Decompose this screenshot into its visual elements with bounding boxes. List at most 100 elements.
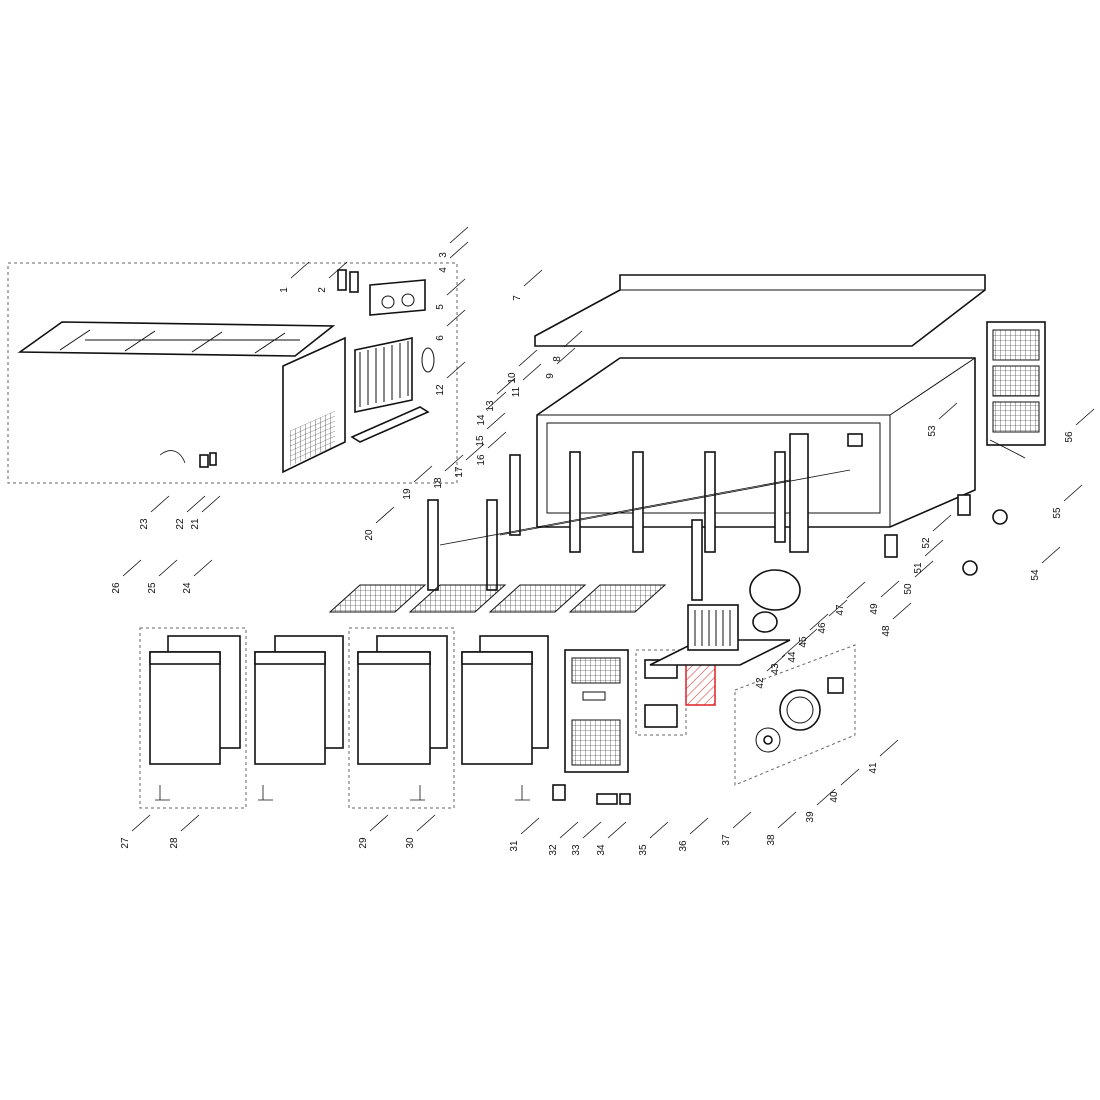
leader-line — [766, 654, 786, 672]
part-label-49: 49 — [869, 603, 880, 615]
part-label-26: 26 — [111, 582, 122, 594]
leader-line — [689, 817, 709, 835]
part-label-10: 10 — [507, 372, 518, 384]
leader-line — [846, 581, 866, 599]
part-label-23: 23 — [139, 518, 150, 530]
part-label-36: 36 — [678, 840, 689, 852]
leader-line — [732, 811, 752, 829]
leader-line — [932, 514, 952, 532]
part-label-6: 6 — [435, 335, 446, 341]
part-label-14: 14 — [476, 414, 487, 426]
part-label-46: 46 — [817, 622, 828, 634]
control-box — [644, 704, 678, 728]
condensing-unit — [649, 569, 801, 666]
part-label-12: 12 — [435, 384, 446, 396]
part-label-15: 15 — [475, 435, 486, 447]
part-label-43: 43 — [770, 663, 781, 675]
part-label-40: 40 — [829, 791, 840, 803]
leader-line — [369, 814, 389, 832]
leader-line — [816, 788, 836, 806]
part-label-37: 37 — [721, 834, 732, 846]
drain-hose — [159, 450, 186, 464]
leader-line — [880, 580, 900, 598]
leader-line — [328, 261, 348, 279]
leader-line — [840, 768, 860, 786]
leader-line — [556, 347, 576, 365]
part-label-55: 55 — [1052, 507, 1063, 519]
hinge-part — [199, 454, 209, 468]
part-label-52: 52 — [921, 537, 932, 549]
leader-line — [496, 377, 516, 395]
leader-line — [131, 814, 151, 832]
part-label-18: 18 — [433, 477, 444, 489]
worktop — [534, 274, 986, 347]
leader-line — [193, 559, 213, 577]
leader-line — [486, 412, 506, 430]
part-label-27: 27 — [120, 837, 131, 849]
shelf-grids — [328, 584, 667, 613]
part-label-51: 51 — [913, 562, 924, 574]
leader-line — [180, 814, 200, 832]
part-label-35: 35 — [638, 844, 649, 856]
part-label-8: 8 — [552, 356, 563, 362]
leader-line — [487, 431, 507, 449]
leader-line — [518, 349, 538, 367]
leader-line — [416, 814, 436, 832]
part-label-44: 44 — [787, 651, 798, 663]
part-label-47: 47 — [835, 604, 846, 616]
leader-line — [607, 821, 627, 839]
leader-line — [1063, 484, 1083, 502]
part-label-5: 5 — [435, 304, 446, 310]
leader-line — [444, 454, 464, 472]
door-group-1 — [139, 627, 247, 809]
part-label-56: 56 — [1064, 431, 1075, 443]
part-label-20: 20 — [364, 529, 375, 541]
leader-line — [924, 539, 944, 557]
leader-line — [582, 821, 602, 839]
part-label-4: 4 — [438, 267, 449, 273]
part-label-32: 32 — [548, 844, 559, 856]
leader-line — [487, 391, 507, 409]
fan-assembly — [755, 677, 844, 753]
rear-panel — [986, 321, 1046, 459]
part-label-16: 16 — [476, 454, 487, 466]
fan-group — [734, 644, 856, 786]
leader-line — [465, 443, 485, 461]
part-label-39: 39 — [805, 811, 816, 823]
part-label-31: 31 — [509, 840, 520, 852]
leader-line — [158, 559, 178, 577]
part-label-11: 11 — [511, 386, 522, 397]
leader-line — [781, 640, 801, 658]
part-label-1: 1 — [279, 287, 290, 293]
leader-line — [201, 495, 221, 513]
leader-line — [892, 602, 912, 620]
leader-line — [449, 241, 469, 259]
leader-line — [186, 495, 206, 513]
cabinet-body — [536, 357, 976, 553]
leader-line — [777, 811, 797, 829]
leader-line — [446, 361, 466, 379]
leader-line — [798, 628, 818, 646]
top-assembly-group — [7, 262, 458, 484]
part-label-9: 9 — [545, 373, 556, 379]
leader-line — [446, 278, 466, 296]
shelf-supports — [427, 451, 851, 601]
part-label-7: 7 — [512, 295, 523, 301]
leader-line — [649, 821, 669, 839]
part-label-24: 24 — [182, 582, 193, 594]
part-label-21: 21 — [190, 518, 201, 530]
louver-panel — [552, 649, 631, 805]
part-label-28: 28 — [169, 837, 180, 849]
door-group-3 — [348, 627, 455, 809]
leader-line — [150, 495, 170, 513]
leader-line — [879, 739, 899, 757]
leader-line — [290, 261, 310, 279]
leader-line — [914, 560, 934, 578]
part-label-42: 42 — [755, 677, 766, 689]
leader-line — [122, 559, 142, 577]
leader-line — [1041, 546, 1061, 564]
leader-line — [559, 821, 579, 839]
part-label-2: 2 — [317, 287, 328, 293]
